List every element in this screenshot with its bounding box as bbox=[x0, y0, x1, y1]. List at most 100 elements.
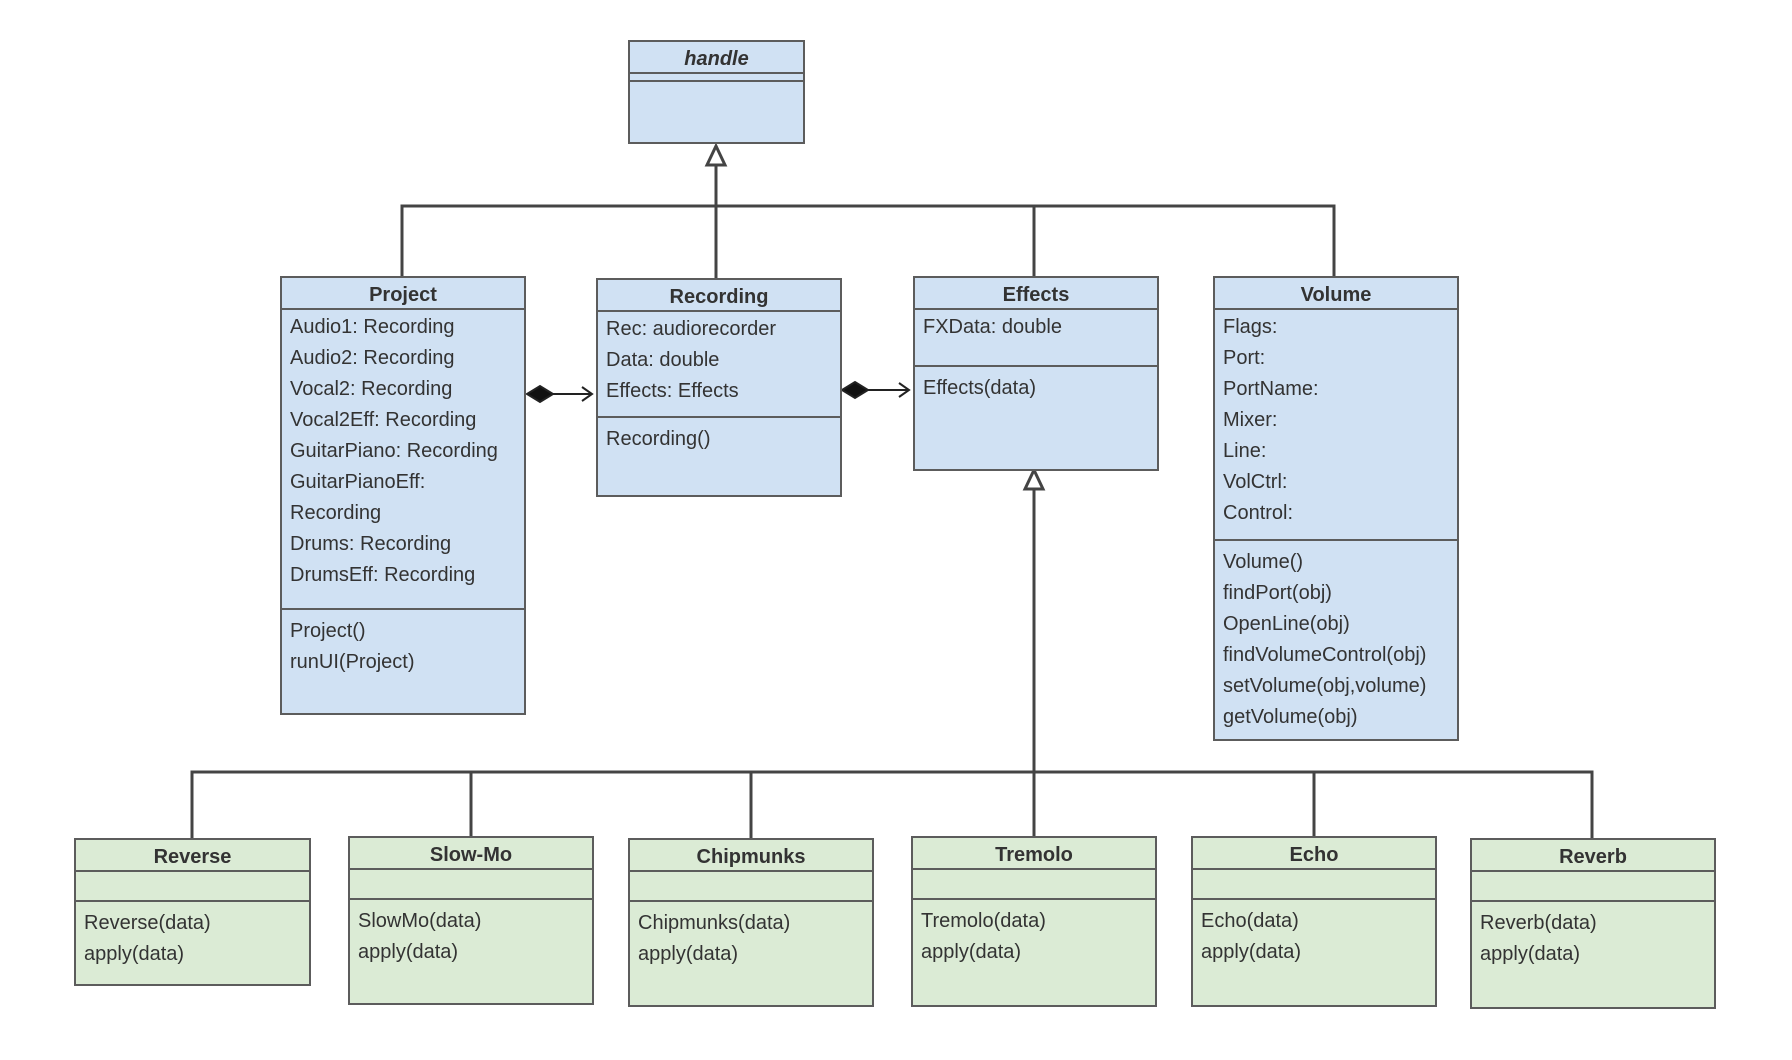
methods-section: Reverse(data) apply(data) bbox=[76, 902, 309, 984]
attribute: Drums: Recording bbox=[290, 533, 452, 555]
method: apply(data) bbox=[1480, 943, 1581, 965]
attribute: Mixer: bbox=[1223, 409, 1278, 431]
class-tremolo[interactable]: Tremolo Tremolo(data) apply(data) bbox=[911, 836, 1157, 1007]
attributes-section bbox=[1193, 870, 1435, 900]
class-name: handle bbox=[630, 42, 803, 74]
class-effects[interactable]: Effects FXData: double Effects(data) bbox=[913, 276, 1159, 471]
navigability-arrow bbox=[581, 386, 594, 402]
attributes-section bbox=[630, 74, 803, 82]
methods-section: Chipmunks(data) apply(data) bbox=[630, 902, 872, 1005]
attribute: GuitarPiano: Recording bbox=[290, 440, 498, 462]
handle-inheritance-arrow bbox=[704, 142, 728, 167]
class-reverse[interactable]: Reverse Reverse(data) apply(data) bbox=[74, 838, 311, 986]
attribute: Recording bbox=[290, 502, 382, 524]
bottom-bus-line bbox=[190, 770, 1594, 840]
method: OpenLine(obj) bbox=[1223, 613, 1350, 635]
method: Project() bbox=[290, 620, 366, 642]
attribute: Port: bbox=[1223, 347, 1266, 369]
attribute: DrumsEff: Recording bbox=[290, 564, 476, 586]
method: Chipmunks(data) bbox=[638, 912, 791, 934]
attributes-section: FXData: double bbox=[915, 310, 1157, 367]
attributes-section bbox=[76, 872, 309, 902]
generalization-to-effects bbox=[190, 466, 1594, 840]
attribute: Vocal2Eff: Recording bbox=[290, 409, 477, 431]
method: apply(data) bbox=[84, 943, 185, 965]
class-project[interactable]: Project Audio1: Recording Audio2: Record… bbox=[280, 276, 526, 715]
method: apply(data) bbox=[1201, 941, 1302, 963]
methods-section: Recording() bbox=[598, 418, 840, 495]
method: setVolume(obj,volume) bbox=[1223, 675, 1427, 697]
method: Reverb(data) bbox=[1480, 912, 1597, 934]
class-name: Project bbox=[282, 278, 524, 310]
attribute: VolCtrl: bbox=[1223, 471, 1288, 493]
class-volume[interactable]: Volume Flags: Port: PortName: Mixer: Lin… bbox=[1213, 276, 1459, 741]
methods-section: Tremolo(data) apply(data) bbox=[913, 900, 1155, 1005]
method: apply(data) bbox=[921, 941, 1022, 963]
attribute: Data: double bbox=[606, 349, 720, 371]
generalization-to-handle bbox=[400, 142, 1336, 279]
methods-section bbox=[630, 82, 803, 142]
methods-section: Reverb(data) apply(data) bbox=[1472, 902, 1714, 1007]
method: Tremolo(data) bbox=[921, 910, 1046, 932]
attributes-section: Audio1: Recording Audio2: Recording Voca… bbox=[282, 310, 524, 610]
navigability-arrow bbox=[898, 382, 911, 398]
method: apply(data) bbox=[358, 941, 459, 963]
attributes-section bbox=[630, 872, 872, 902]
method: getVolume(obj) bbox=[1223, 706, 1358, 728]
attribute: Rec: audiorecorder bbox=[606, 318, 777, 340]
attribute: Control: bbox=[1223, 502, 1294, 524]
class-echo[interactable]: Echo Echo(data) apply(data) bbox=[1191, 836, 1437, 1007]
class-name: Echo bbox=[1193, 838, 1435, 870]
attribute: Audio1: Recording bbox=[290, 316, 455, 338]
attribute: PortName: bbox=[1223, 378, 1319, 400]
attribute: GuitarPianoEff: bbox=[290, 471, 426, 493]
class-chipmunks[interactable]: Chipmunks Chipmunks(data) apply(data) bbox=[628, 838, 874, 1007]
methods-section: Echo(data) apply(data) bbox=[1193, 900, 1435, 1005]
class-name: Tremolo bbox=[913, 838, 1155, 870]
method: SlowMo(data) bbox=[358, 910, 482, 932]
attributes-section bbox=[913, 870, 1155, 900]
method: runUI(Project) bbox=[290, 651, 415, 673]
attribute: FXData: double bbox=[923, 316, 1062, 338]
attributes-section bbox=[350, 870, 592, 900]
method: Volume() bbox=[1223, 551, 1304, 573]
composition-project-recording bbox=[525, 384, 594, 404]
attribute: Flags: bbox=[1223, 316, 1278, 338]
composition-diamond bbox=[840, 380, 870, 400]
method: Echo(data) bbox=[1201, 910, 1299, 932]
attributes-section bbox=[1472, 872, 1714, 902]
attribute: Effects: Effects bbox=[606, 380, 739, 402]
method: Recording() bbox=[606, 428, 711, 450]
class-recording[interactable]: Recording Rec: audiorecorder Data: doubl… bbox=[596, 278, 842, 497]
method: Effects(data) bbox=[923, 377, 1037, 399]
attributes-section: Rec: audiorecorder Data: double Effects:… bbox=[598, 312, 840, 418]
attributes-section: Flags: Port: PortName: Mixer: Line: VolC… bbox=[1215, 310, 1457, 541]
class-name: Effects bbox=[915, 278, 1157, 310]
method: Reverse(data) bbox=[84, 912, 211, 934]
composition-diamond bbox=[525, 384, 555, 404]
attribute: Vocal2: Recording bbox=[290, 378, 453, 400]
method: findPort(obj) bbox=[1223, 582, 1332, 604]
top-bus-line bbox=[400, 204, 1336, 276]
class-name: Reverse bbox=[76, 840, 309, 872]
methods-section: Project() runUI(Project) bbox=[282, 610, 524, 713]
methods-section: Volume() findPort(obj) OpenLine(obj) fin… bbox=[1215, 541, 1457, 739]
method: apply(data) bbox=[638, 943, 739, 965]
methods-section: Effects(data) bbox=[915, 367, 1157, 469]
class-name: Slow-Mo bbox=[350, 838, 592, 870]
class-name: Recording bbox=[598, 280, 840, 312]
composition-recording-effects bbox=[840, 380, 911, 400]
attribute: Audio2: Recording bbox=[290, 347, 455, 369]
method: findVolumeControl(obj) bbox=[1223, 644, 1427, 666]
class-name: Chipmunks bbox=[630, 840, 872, 872]
class-name: Volume bbox=[1215, 278, 1457, 310]
class-name: Reverb bbox=[1472, 840, 1714, 872]
class-slowmo[interactable]: Slow-Mo SlowMo(data) apply(data) bbox=[348, 836, 594, 1005]
effects-inheritance-arrow bbox=[1022, 466, 1046, 491]
methods-section: SlowMo(data) apply(data) bbox=[350, 900, 592, 1003]
class-reverb[interactable]: Reverb Reverb(data) apply(data) bbox=[1470, 838, 1716, 1009]
attribute: Line: bbox=[1223, 440, 1267, 462]
class-handle[interactable]: handle bbox=[628, 40, 805, 144]
